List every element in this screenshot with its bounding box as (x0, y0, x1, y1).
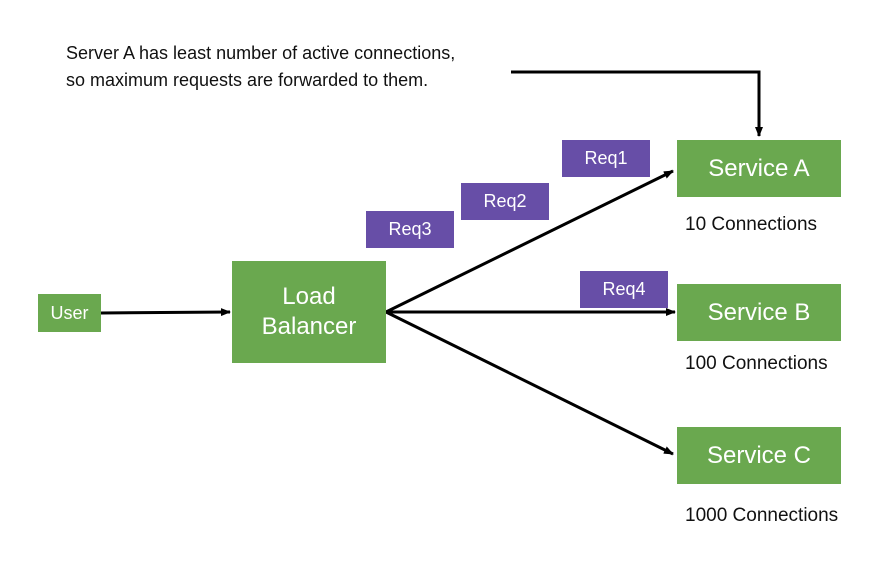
service-a-connections: 10 Connections (685, 214, 818, 235)
user-node: User (38, 294, 101, 332)
annotation-note: Server A has least number of active conn… (66, 43, 456, 90)
request-badge-4: Req4 (580, 271, 668, 308)
arrow-user-to-lb (100, 308, 231, 317)
load-balancer-node: Load Balancer (232, 261, 386, 363)
arrow-lb-to-service-c (385, 310, 674, 456)
arrow-note-to-service-a (511, 70, 763, 137)
request-badge-3: Req3 (366, 211, 454, 248)
service-b-node: Service B (677, 284, 841, 341)
service-b-connections: 100 Connections (685, 353, 828, 374)
arrow-lb-to-service-a (385, 169, 674, 314)
service-a-node: Service A (677, 140, 841, 197)
service-c-node: Service C (677, 427, 841, 484)
request-badge-1: Req1 (562, 140, 650, 177)
service-c-connections: 1000 Connections (685, 505, 839, 526)
request-badge-2: Req2 (461, 183, 549, 220)
